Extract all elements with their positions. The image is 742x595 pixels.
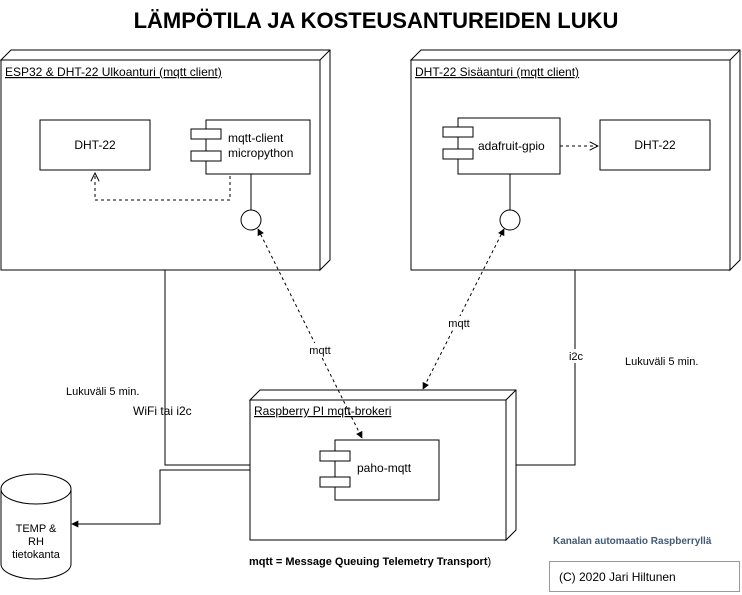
footnote: mqtt = Message Queuing Telemetry Transpo… bbox=[249, 556, 491, 568]
paho-mqtt-label: paho-mqtt bbox=[357, 461, 412, 475]
interval-label-left: Lukuväli 5 min. bbox=[66, 386, 139, 398]
credit-subtitle: Kanalan automaatio Raspberryllä bbox=[553, 536, 712, 547]
indoor-dht22-label: DHT-22 bbox=[634, 138, 676, 152]
wifi-label: WiFi tai i2c bbox=[133, 404, 192, 418]
indoor-interface-lollipop bbox=[499, 209, 521, 231]
esp32-interface-lollipop bbox=[240, 209, 262, 231]
database-line2: RH bbox=[28, 536, 44, 548]
i2c-link bbox=[516, 270, 576, 466]
esp32-node-label: ESP32 & DHT-22 Ulkoanturi (mqtt client) bbox=[5, 65, 222, 79]
database-cylinder: TEMP & RH tietokanta bbox=[0, 473, 72, 580]
paho-mqtt-component: paho-mqtt bbox=[319, 439, 440, 501]
mqtt-client-label: mqtt-client bbox=[228, 131, 284, 145]
database-line1: TEMP & bbox=[16, 523, 57, 535]
esp32-dht22-box bbox=[39, 119, 151, 171]
copyright-text: (C) 2020 Jari Hiltunen bbox=[559, 570, 676, 584]
wifi-i2c-link bbox=[164, 270, 250, 466]
micropython-label: micropython bbox=[228, 146, 293, 160]
adafruit-gpio-component: adafruit-gpio bbox=[442, 117, 561, 175]
footnote-paren: ) bbox=[488, 556, 492, 568]
broker-node: Raspberry PI mqtt-brokeri paho-mqtt bbox=[248, 389, 517, 542]
mqtt-client-component: mqtt-client micropython bbox=[190, 119, 311, 175]
mqtt-label-left: mqtt bbox=[309, 345, 330, 357]
indoor-node: DHT-22 Sisäanturi (mqtt client) adafruit… bbox=[409, 49, 741, 272]
esp32-node: ESP32 & DHT-22 Ulkoanturi (mqtt client) … bbox=[0, 49, 331, 272]
database-line3: tietokanta bbox=[12, 549, 61, 561]
esp32-dht22-label: DHT-22 bbox=[74, 138, 116, 152]
component-icon bbox=[190, 128, 222, 140]
indoor-node-label: DHT-22 Sisäanturi (mqtt client) bbox=[415, 65, 579, 79]
indoor-dht22-box bbox=[599, 119, 711, 171]
footnote-text: mqtt = Message Queuing Telemetry Transpo… bbox=[249, 556, 488, 568]
broker-node-label: Raspberry PI mqtt-brokeri bbox=[254, 404, 391, 418]
interval-label-right: Lukuväli 5 min. bbox=[625, 356, 698, 368]
component-icon bbox=[442, 126, 474, 138]
mqtt-label-right: mqtt bbox=[448, 318, 469, 330]
copyright-box: (C) 2020 Jari Hiltunen bbox=[549, 561, 740, 592]
i2c-label: i2c bbox=[569, 351, 584, 363]
mqtt-link-left bbox=[257, 228, 363, 439]
adafruit-gpio-label: adafruit-gpio bbox=[478, 139, 545, 153]
esp32-dependency-arrow bbox=[95, 173, 231, 201]
diagram-title: LÄMPÖTILA JA KOSTEUSANTUREIDEN LUKU bbox=[134, 8, 619, 33]
component-icon bbox=[319, 450, 351, 462]
database-link bbox=[71, 469, 250, 528]
